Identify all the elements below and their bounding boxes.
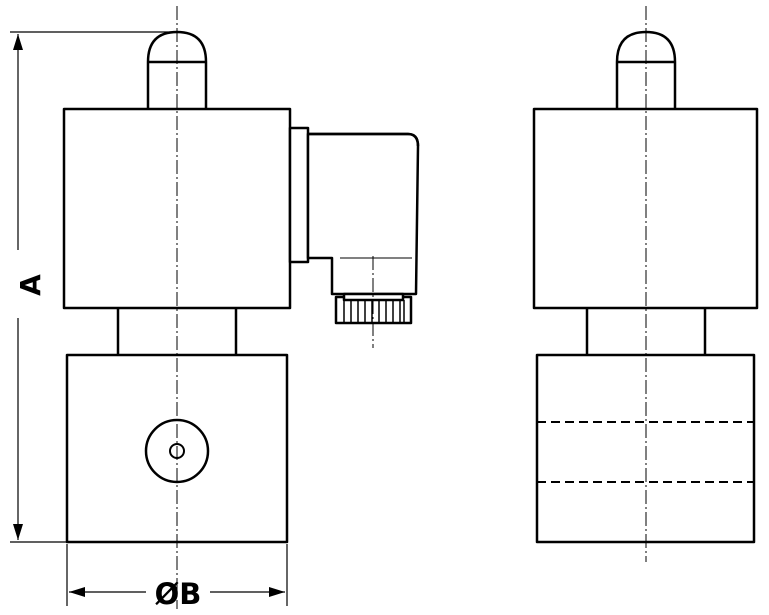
connector-plug (288, 126, 420, 348)
side-view (532, 6, 759, 562)
dimension-b (66, 544, 288, 606)
front-view (62, 6, 420, 609)
dimension-b-label: ØB (155, 577, 202, 611)
dimension-a-label: A (14, 274, 47, 296)
dimension-a (10, 31, 177, 543)
